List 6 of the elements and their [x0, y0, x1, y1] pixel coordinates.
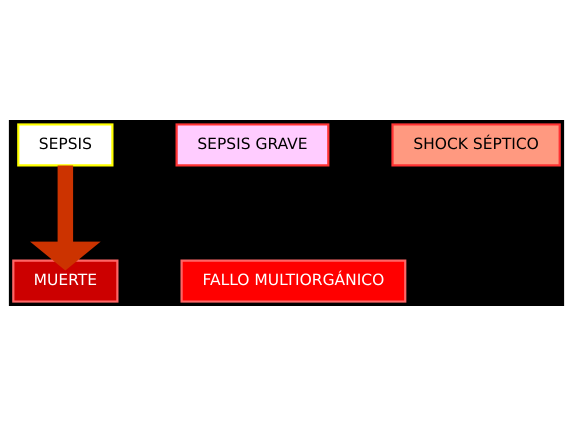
- node-box: FALLO MULTIORGÁNICO: [180, 260, 406, 303]
- node-box: SHOCK SÉPTICO: [391, 123, 561, 166]
- node-box: MUERTE: [12, 260, 118, 303]
- node-box: SEPSIS GRAVE: [176, 123, 330, 166]
- arrow: [30, 166, 101, 270]
- node-box: SEPSIS: [17, 123, 114, 166]
